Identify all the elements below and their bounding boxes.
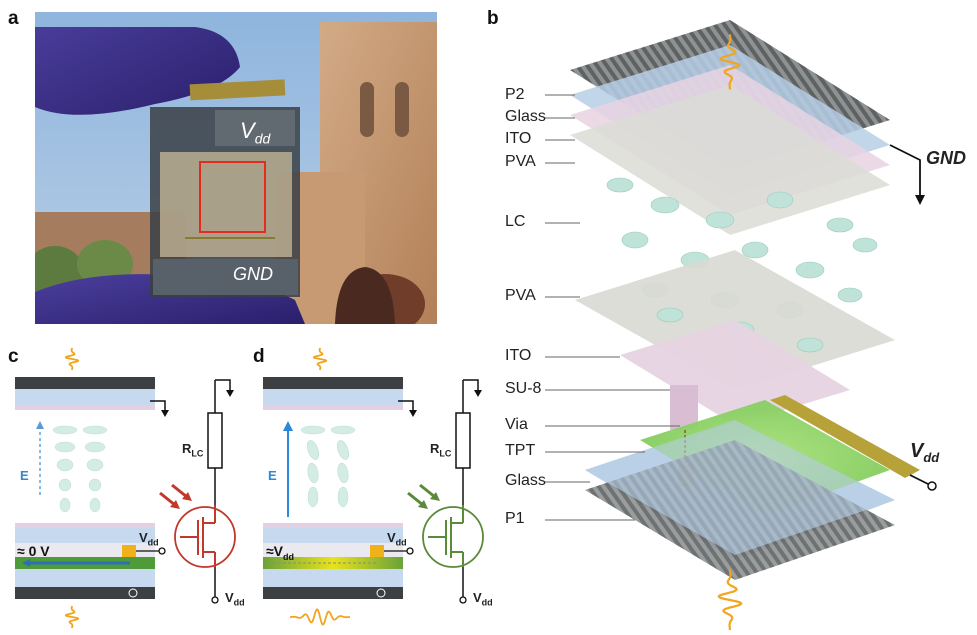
layer-label-p2: P2 [505, 86, 525, 103]
panel-letter-b: b [487, 8, 499, 29]
d-vdd-bottom: Vdd [473, 590, 493, 608]
wave-icon-c-top [64, 348, 80, 370]
panel-d-schematic [263, 348, 484, 626]
d-e-label: E [268, 468, 277, 483]
gnd-label: GND [926, 148, 966, 168]
input-light-wave-icon [719, 34, 741, 90]
wave-icon-d-top [312, 348, 328, 370]
layer-label-tpt: TPT [505, 442, 536, 459]
layer-pva-top [570, 85, 890, 235]
photo-vdd-label: Vdd [240, 118, 271, 147]
layer-label-p1: P1 [505, 510, 525, 527]
glove-finger [35, 12, 240, 115]
layer-label-via: Via [505, 416, 528, 433]
phototransistor-d [422, 506, 484, 568]
panel-c-schematic [15, 348, 236, 628]
exploded-stack-diagram [545, 20, 937, 631]
device-photo: Vdd GND [35, 12, 437, 324]
output-light-wave-icon [717, 569, 743, 631]
layer-label-glass: Glass [505, 108, 546, 125]
vdd-electrode [770, 395, 920, 478]
wave-icon-c-bottom [64, 606, 80, 628]
c-rlc-label: RLC [182, 441, 204, 459]
layer-label-ito: ITO [505, 130, 532, 147]
vdd-terminal [927, 481, 937, 491]
vdd-label: Vdd [910, 440, 940, 465]
layer-su8 [670, 385, 698, 430]
active-area-outline [199, 161, 266, 233]
layer-label-pva: PVA [505, 153, 536, 170]
panel-letter-d: d [253, 346, 265, 367]
phototransistor-c [174, 506, 236, 568]
c-e-label: E [20, 468, 29, 483]
layer-label-ito: ITO [505, 347, 532, 364]
panel-letter-a: a [8, 8, 19, 29]
c-vdd-side: Vdd [139, 530, 159, 548]
layer-ito-bottom [620, 320, 850, 425]
panel-letter-c: c [8, 346, 19, 367]
layer-label-pva: PVA [505, 287, 536, 304]
leader-lines [545, 94, 680, 521]
c-vdd-bottom: Vdd [225, 590, 245, 608]
d-vdd-side: Vdd [387, 530, 407, 548]
gnd-lead [889, 144, 921, 200]
resistor-rlc-d [455, 412, 471, 469]
c-voltage-label: ≈ 0 V [17, 543, 50, 559]
resistor-rlc-c [207, 412, 223, 469]
layer-label-su-8: SU-8 [505, 380, 542, 397]
layer-label-glass: Glass [505, 472, 546, 489]
photo-gnd-label: GND [233, 264, 273, 284]
wave-icon-d-bottom [290, 608, 350, 626]
layer-label-lc: LC [505, 213, 526, 230]
d-voltage-label: ≈Vdd [266, 543, 295, 562]
d-rlc-label: RLC [430, 441, 452, 459]
